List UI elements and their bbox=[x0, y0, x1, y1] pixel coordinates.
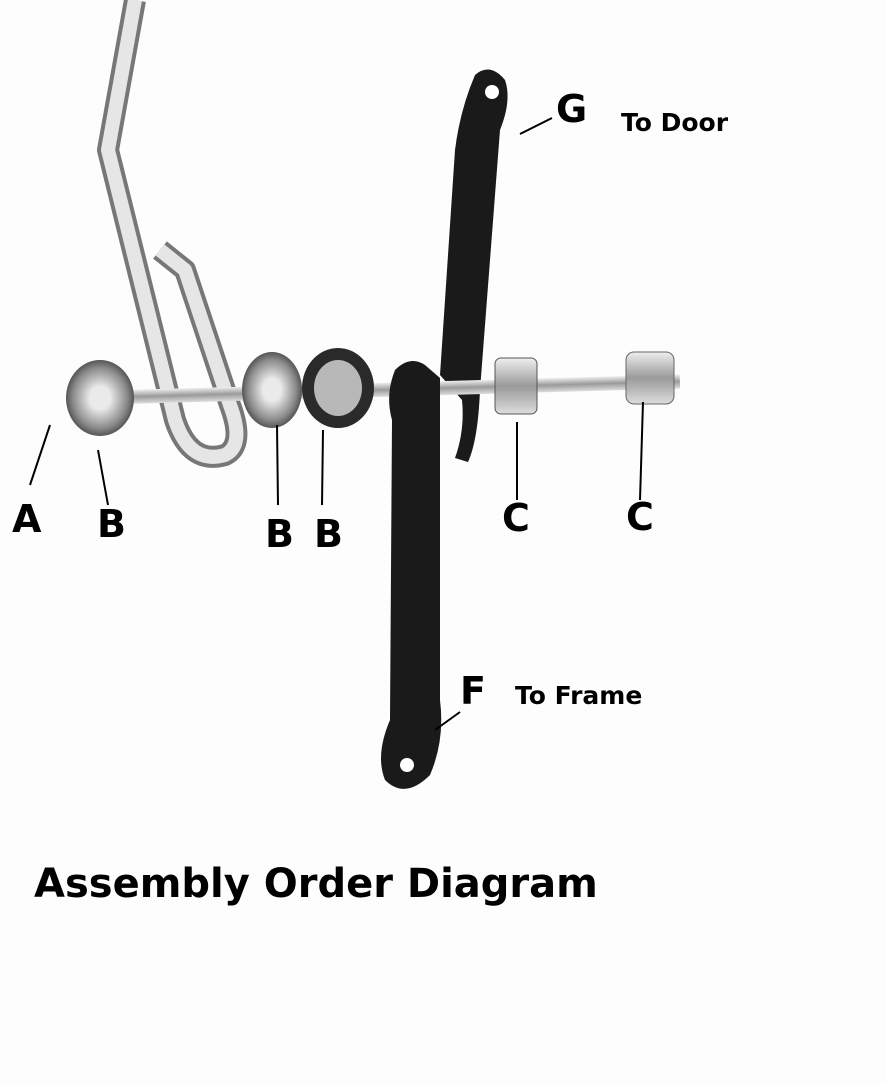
washer-b1 bbox=[66, 360, 134, 436]
diagram-title: Assembly Order Diagram bbox=[34, 861, 598, 907]
note-to-frame: To Frame bbox=[515, 681, 643, 710]
label-a: A bbox=[12, 497, 42, 541]
note-to-door: To Door bbox=[621, 108, 729, 137]
label-f: F bbox=[460, 669, 486, 713]
bracket-g bbox=[440, 69, 508, 462]
label-b1: B bbox=[97, 502, 126, 546]
nut-c1 bbox=[494, 357, 538, 415]
bracket-f bbox=[381, 361, 442, 789]
nut-c2 bbox=[625, 351, 675, 405]
label-b2: B bbox=[265, 512, 294, 556]
washer-b2 bbox=[242, 352, 302, 428]
bent-rod bbox=[97, 0, 248, 468]
leader-lines bbox=[29, 117, 644, 731]
label-c1: C bbox=[502, 496, 530, 540]
bracket-g-hole bbox=[485, 85, 499, 99]
label-c2: C bbox=[626, 495, 654, 539]
label-g: G bbox=[556, 87, 588, 131]
label-b3: B bbox=[314, 512, 343, 556]
bracket-f-hole bbox=[400, 758, 414, 772]
